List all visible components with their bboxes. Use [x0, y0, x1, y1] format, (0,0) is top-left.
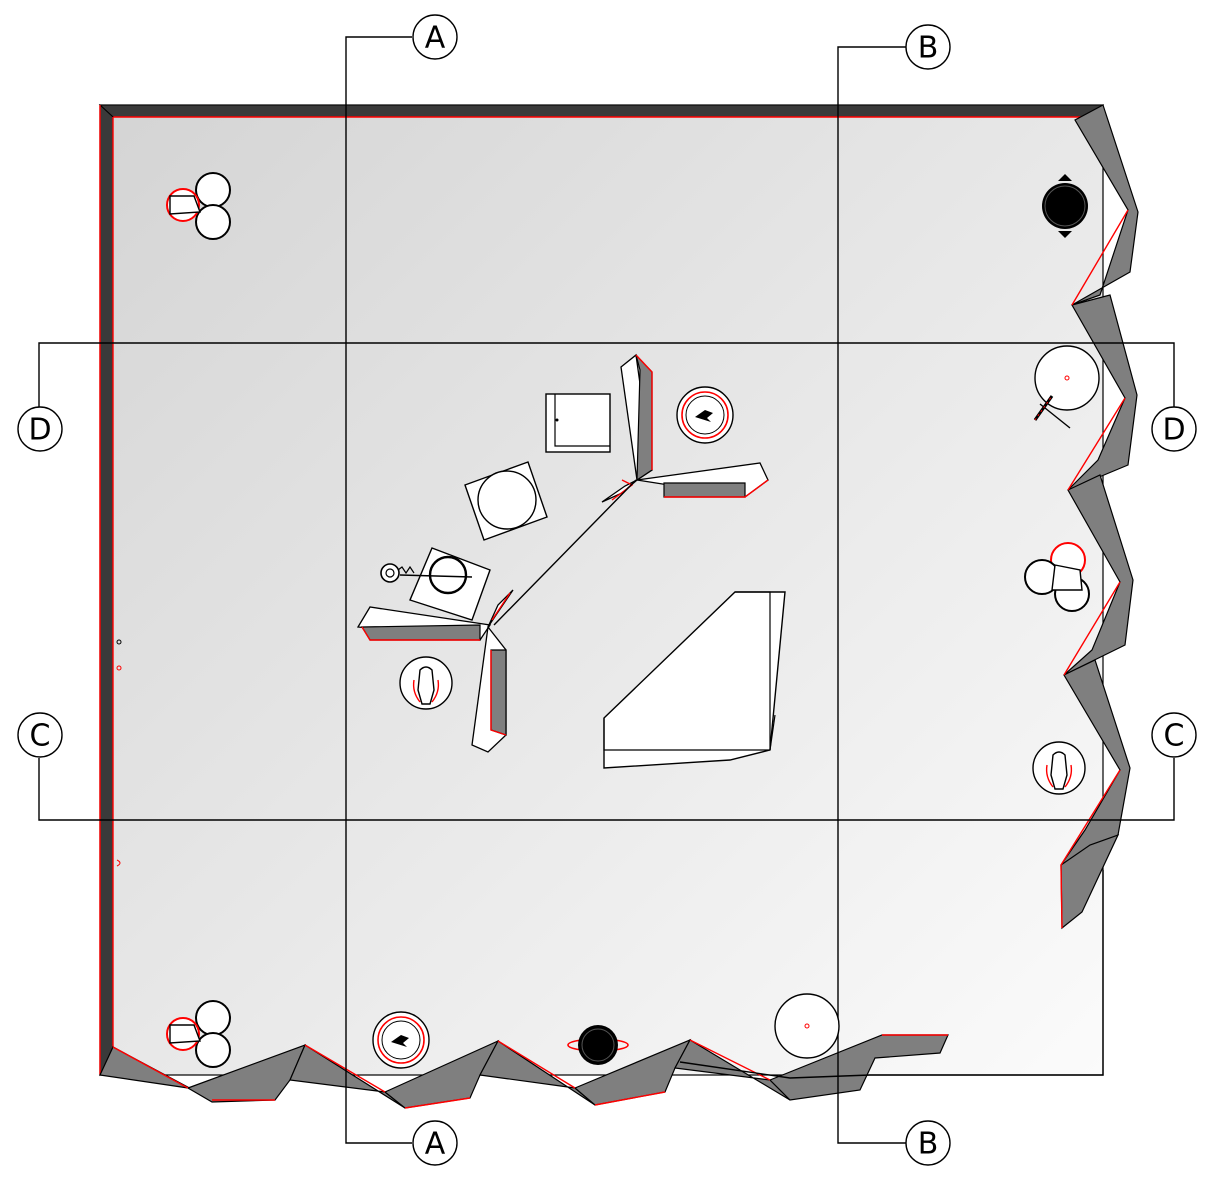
section-marker-a-top: A [412, 14, 458, 60]
section-marker-b-top: B [905, 24, 951, 70]
left-wall [99, 103, 114, 1077]
section-marker-d-right: D [1151, 406, 1197, 452]
round-table-right [1033, 345, 1100, 429]
folded-panel-lower [356, 589, 514, 753]
folded-panel-upper [601, 353, 769, 503]
top-wall [98, 104, 1105, 118]
marker-label: D [28, 413, 51, 448]
floor-area [99, 104, 1104, 1076]
dark-round-fixture-bottom [567, 1025, 629, 1065]
wall-fixture [116, 665, 122, 671]
section-marker-b-bottom: B [905, 1120, 951, 1166]
marker-label: B [918, 1127, 939, 1162]
square-plinth [545, 393, 611, 453]
tri-lobe-light-top-left [166, 172, 231, 240]
figure-medallion-right [1032, 741, 1086, 795]
marker-label: A [425, 21, 446, 56]
section-lines [38, 36, 1175, 1144]
ringed-medallion-center [676, 386, 734, 444]
ringed-medallion-bottom [372, 1011, 430, 1069]
wall-fixture [116, 639, 122, 645]
tri-lobe-light-bottom-left [166, 1000, 231, 1068]
round-table-bottom [774, 993, 840, 1059]
section-marker-c-right: C [1151, 712, 1197, 758]
right-zigzag-wall [1060, 104, 1139, 930]
section-marker-c-left: C [17, 712, 63, 758]
marker-label: A [425, 1127, 446, 1162]
tilted-square-with-ring [380, 547, 491, 621]
marker-label: D [1162, 413, 1185, 448]
tilted-square-with-circle [464, 461, 548, 541]
tri-lobe-light-right [1024, 542, 1090, 612]
marker-label: B [918, 31, 939, 66]
marker-label: C [30, 719, 51, 754]
dark-round-fixture-top-right [1042, 174, 1088, 238]
connector-line [493, 479, 637, 626]
wall-fixture [116, 859, 121, 867]
figure-medallion-left [399, 656, 453, 710]
marker-label: C [1164, 719, 1185, 754]
bottom-zigzag-wall [99, 870, 1104, 1109]
triangular-platform [603, 591, 786, 769]
section-marker-a-bottom: A [412, 1120, 458, 1166]
section-marker-d-left: D [17, 406, 63, 452]
